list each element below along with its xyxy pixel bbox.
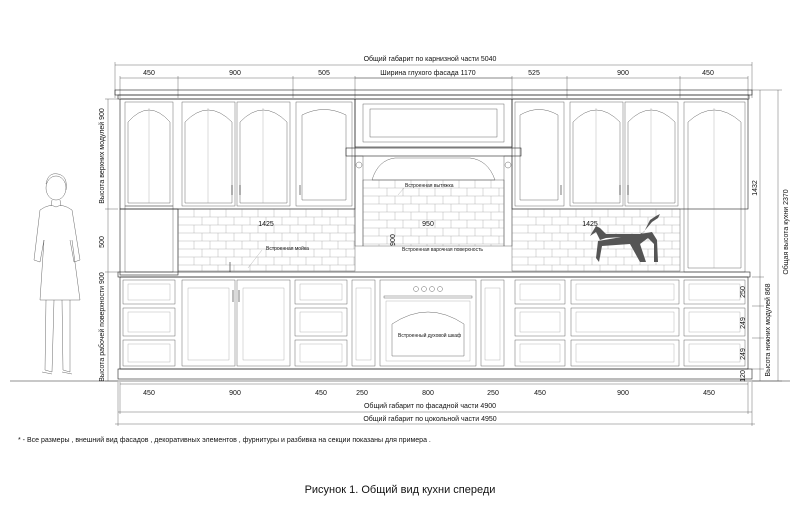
left-mid-height: 500 bbox=[99, 236, 106, 248]
bottom-width-label: 900 bbox=[229, 390, 241, 397]
hood-label: Встроенная вытяжка bbox=[405, 183, 454, 189]
bottom-width-label: 450 bbox=[315, 390, 327, 397]
top-width-label: 450 bbox=[143, 70, 155, 77]
sink-label: Встроенная мойка bbox=[266, 245, 309, 252]
left-dimension-lines bbox=[105, 98, 118, 382]
left-work-height: Высота рабочей поверхности 900 bbox=[98, 272, 106, 382]
bottom-width-label: 450 bbox=[703, 390, 715, 397]
bottom-width-label: 250 bbox=[487, 390, 499, 397]
bottom-width-label: 450 bbox=[534, 390, 546, 397]
bottom-width-label: 800 bbox=[422, 390, 434, 397]
blind-facade-dimension: Ширина глухого фасада 1170 bbox=[380, 70, 475, 77]
backsplash-width-left: 1425 bbox=[258, 221, 274, 228]
top-dimension-lines bbox=[114, 62, 753, 98]
top-width-label: 450 bbox=[702, 70, 714, 77]
overall-facade-dimension: Общий габарит по фасадной части 4900 bbox=[364, 402, 496, 410]
human-figure-scale bbox=[33, 173, 81, 375]
cat-silhouette-decor bbox=[590, 214, 660, 262]
left-tall-column bbox=[119, 208, 179, 276]
backsplash-width-right: 1425 bbox=[582, 221, 598, 228]
right-height-drawer-2: 249 bbox=[740, 317, 747, 329]
top-width-label: 525 bbox=[528, 70, 540, 77]
right-height-drawer-3: 249 bbox=[740, 348, 747, 360]
overall-plinth-dimension: Общий габарит по цокольной части 4950 bbox=[363, 415, 496, 423]
top-width-label: 900 bbox=[229, 70, 241, 77]
top-width-label: 900 bbox=[617, 70, 629, 77]
overall-cornice-dimension: Общий габарит по карнизной части 5040 bbox=[364, 55, 497, 63]
plinth bbox=[117, 368, 753, 380]
bottom-dimension-lines bbox=[115, 382, 755, 426]
left-upper-height: Высота верхних модулей 900 bbox=[98, 108, 106, 204]
upper-cabinets-left bbox=[119, 98, 356, 210]
countertop bbox=[117, 271, 751, 278]
backsplash-width-center: 950 bbox=[422, 221, 434, 228]
bottom-width-label: 900 bbox=[617, 390, 629, 397]
hood-gap-dimension: 900 bbox=[390, 234, 397, 246]
cornice bbox=[114, 89, 753, 100]
top-width-labels: 450 900 505 525 900 450 bbox=[143, 70, 714, 77]
oven-label: Встроенный духовой шкаф bbox=[398, 332, 461, 339]
footnote: * - Все размеры , внешний вид фасадов , … bbox=[18, 437, 431, 444]
bottom-width-labels: 450 900 450 250 800 250 450 900 450 bbox=[143, 390, 715, 397]
lower-cabinets bbox=[119, 276, 749, 370]
bottom-width-label: 450 bbox=[143, 390, 155, 397]
hood-cabinet bbox=[345, 98, 522, 247]
right-height-drawer-1: 250 bbox=[740, 286, 747, 298]
right-height-upper: 1432 bbox=[752, 180, 759, 196]
top-width-label: 505 bbox=[318, 70, 330, 77]
drawer-stack-left bbox=[122, 279, 176, 367]
upper-cabinets-right bbox=[511, 98, 749, 273]
left-tall-glass-lower bbox=[124, 205, 174, 273]
bottom-width-label: 250 bbox=[356, 390, 368, 397]
right-height-plinth: 120 bbox=[740, 370, 747, 382]
figure-caption: Рисунок 1. Общий вид кухни спереди bbox=[304, 484, 496, 496]
lower-modules-height: Высота нижних модулей 868 bbox=[764, 283, 772, 376]
total-height: Общая высота кухни 2370 bbox=[782, 189, 790, 274]
right-dimension-lines bbox=[752, 89, 782, 382]
hob-label: Встроенная варочная поверхность bbox=[402, 247, 483, 253]
